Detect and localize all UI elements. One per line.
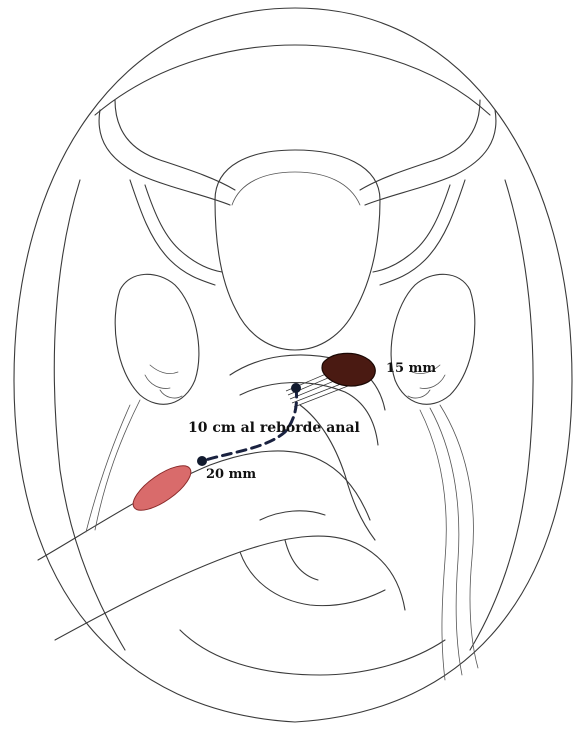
pelvic-wall-right	[470, 180, 533, 650]
left-fimbriae	[145, 365, 182, 398]
label-20mm: 20 mm	[206, 467, 256, 482]
pelvic-rim-top	[95, 45, 490, 115]
label-distance: 10 cm al reborde anal	[188, 420, 360, 436]
right-vessels-1	[420, 410, 446, 680]
dark-lesion-15mm	[322, 353, 375, 386]
colon-lower-edge	[55, 536, 405, 640]
right-ligament-lower	[360, 100, 480, 190]
bowel-loop-4	[285, 540, 318, 580]
uterus-outline	[215, 150, 380, 350]
left-ligament-lower	[115, 100, 235, 190]
red-lesion-20mm	[127, 458, 198, 518]
pelvic-wall-left	[54, 180, 125, 650]
left-vessels-1	[95, 400, 140, 530]
dot-marker-icon	[197, 456, 207, 466]
dot-marker-icon	[291, 383, 301, 393]
left-vessels-2	[86, 405, 130, 532]
bowel-loop-2	[180, 630, 445, 675]
label-15mm: 15 mm	[386, 361, 436, 376]
right-ovary-outline	[391, 274, 475, 404]
colon-upper-edge	[38, 451, 370, 560]
uterus-fundus-line	[232, 172, 360, 205]
bowel-loop-1	[240, 552, 385, 606]
bowel-loop-3	[260, 511, 325, 520]
left-ovary-outline	[115, 274, 199, 404]
